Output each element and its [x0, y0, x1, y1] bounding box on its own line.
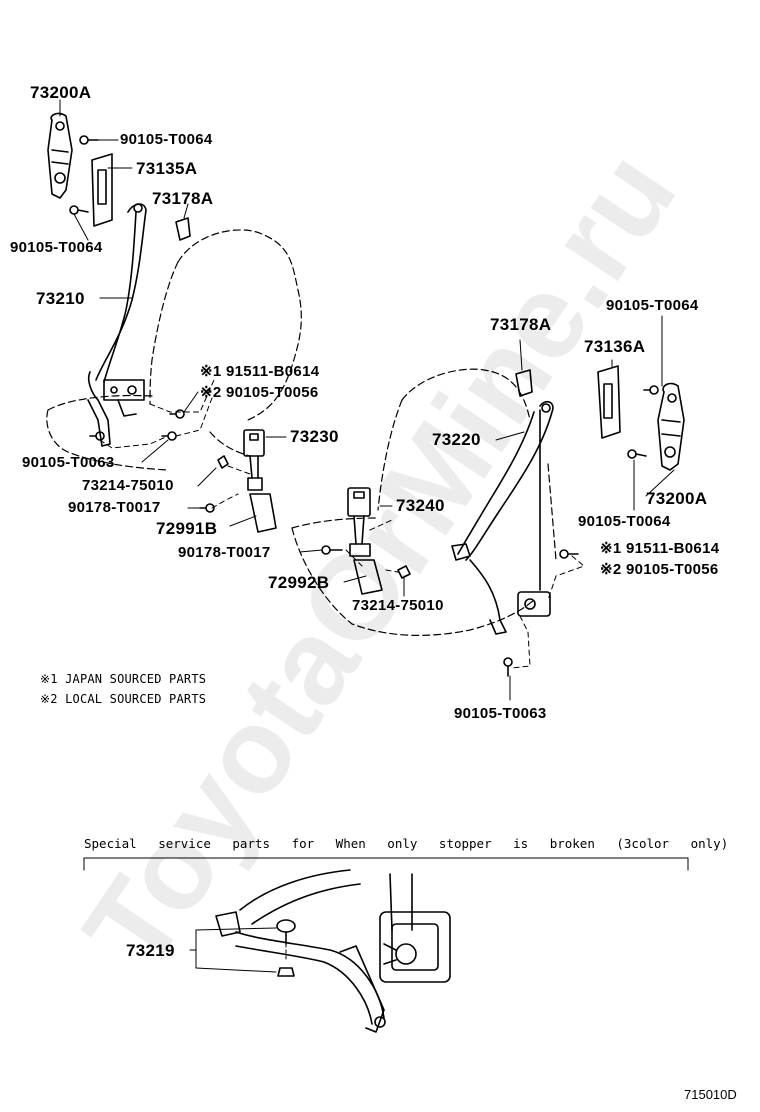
left-anchor-73200A	[47, 112, 73, 199]
left-seat-outline	[46, 229, 302, 471]
right-seat-outline	[291, 368, 557, 636]
right-belt-73220	[451, 400, 554, 635]
special-service-caption: Special service parts for When only stop…	[84, 836, 729, 851]
left-boot-72991B	[249, 493, 277, 533]
label-center-boot: 72992B	[268, 573, 330, 592]
label-left-cover: 73135A	[136, 159, 198, 178]
label-left-bracket: 73214-75010	[82, 477, 174, 494]
left-guide-73178A	[175, 217, 191, 241]
label-left-bolt-low: 90105-T0063	[22, 454, 115, 471]
label-right-cover: 73136A	[584, 337, 646, 356]
center-leader-dashes	[345, 519, 399, 573]
label-left-screw: 90178-T0017	[68, 499, 161, 516]
label-left-bolt-top: 90105-T0064	[120, 131, 213, 148]
label-left-guide: 73178A	[152, 189, 214, 208]
right-guide-73178A	[515, 369, 533, 397]
label-stopper-part: 73219	[126, 941, 175, 960]
left-buckle-73230	[243, 429, 265, 491]
label-right-bolt-mid: 90105-T0064	[578, 513, 671, 530]
label-right-bolt-japan: ※1 91511-B0614	[600, 540, 720, 557]
label-right-bolt-top: 90105-T0064	[606, 297, 699, 314]
label-right-anchor: 73200A	[646, 489, 708, 508]
left-belt-73210	[87, 203, 147, 447]
stopper-belt-drawing	[215, 869, 451, 1033]
right-cover-73136A	[597, 365, 621, 439]
label-right-bolt-local: ※2 90105-T0056	[600, 561, 719, 578]
label-left-bolt-local: ※2 90105-T0056	[200, 384, 319, 401]
label-right-bolt-low: 90105-T0063	[454, 705, 547, 722]
label-left-anchor: 73200A	[30, 83, 92, 102]
label-left-belt: 73210	[36, 289, 85, 308]
special-section-bracket	[83, 857, 689, 871]
label-center-screw: 90178-T0017	[178, 544, 271, 561]
center-buckle-73240	[347, 487, 371, 557]
right-leader-dashes	[511, 555, 585, 669]
label-left-buckle: 73230	[290, 427, 339, 446]
right-bolts	[503, 385, 659, 677]
left-leader-dashes	[99, 379, 251, 509]
label-right-belt: 73220	[432, 430, 481, 449]
leader-lines	[59, 99, 675, 701]
label-center-buckle: 73240	[396, 496, 445, 515]
label-center-bracket: 73214-75010	[352, 597, 444, 614]
label-left-boot: 72991B	[156, 519, 218, 538]
center-boot-72992B	[353, 559, 383, 595]
right-anchor-73200A	[657, 382, 685, 471]
note-local-sourced: ※2 LOCAL SOURCED PARTS	[40, 692, 207, 706]
label-right-guide: 73178A	[490, 315, 552, 334]
left-cover-73135A	[91, 153, 113, 227]
diagram-code: 715010D	[684, 1087, 737, 1102]
note-japan-sourced: ※1 JAPAN SOURCED PARTS	[40, 672, 207, 686]
label-left-bolt-japan: ※1 91511-B0614	[200, 363, 320, 380]
stopper-leader-lines	[189, 927, 287, 973]
center-small-parts	[321, 545, 411, 579]
label-left-bolt-mid: 90105-T0064	[10, 239, 103, 256]
